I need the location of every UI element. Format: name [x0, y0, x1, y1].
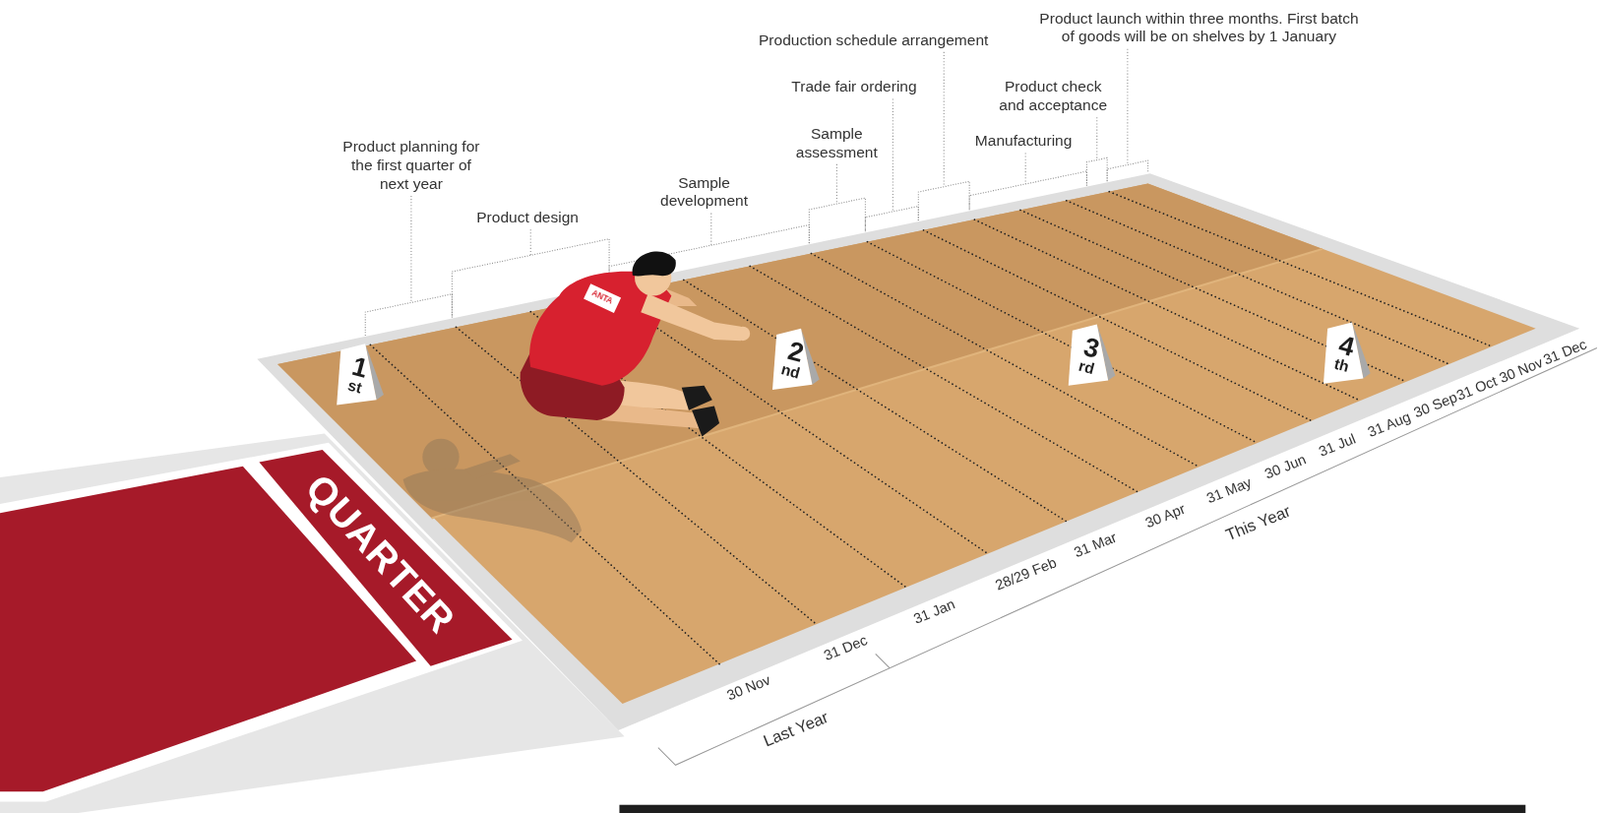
stage-callout: Trade fair ordering [791, 77, 917, 97]
quarter-marker: 3rd [1066, 322, 1118, 388]
date-label: 31 Jul [1315, 429, 1358, 461]
date-label: 31 Jan [911, 594, 958, 628]
year-divider [875, 653, 891, 669]
stage-callout: Sample assessment [785, 123, 888, 161]
month-line [1066, 200, 1450, 365]
month-line [749, 265, 1138, 492]
leader-line [892, 99, 894, 212]
month-line [683, 279, 1067, 521]
leader-line [530, 229, 532, 255]
shoe [681, 385, 713, 411]
leader-line [710, 213, 712, 247]
date-label: 31 Aug [1364, 407, 1414, 441]
date-label: 30 Nov [724, 670, 774, 705]
leader-line [1096, 117, 1098, 160]
date-label: 31 May [1203, 472, 1254, 507]
stage-bracket [808, 197, 865, 244]
month-line [974, 219, 1360, 401]
marker-card [772, 328, 812, 390]
leader-line [1126, 49, 1128, 166]
leader-line [836, 164, 838, 204]
stage-callout: Manufacturing [975, 131, 1073, 151]
fist [736, 326, 751, 342]
date-label: 28/29 Feb [992, 553, 1060, 595]
stage-callout: Product launch within three months. Firs… [1036, 8, 1363, 46]
marker-card [1068, 324, 1108, 386]
stage-callout: Product design [476, 207, 579, 227]
stage-brackets [365, 49, 1148, 336]
stage-bracket [918, 181, 970, 221]
marker-card [336, 343, 376, 405]
leader-line [410, 195, 412, 303]
year-label: Last Year [760, 707, 831, 750]
date-label: 31 Oct [1453, 370, 1500, 404]
leader-line [943, 52, 945, 187]
photo-edge [618, 804, 1526, 813]
stage-bracket [365, 294, 452, 336]
hair [632, 250, 677, 276]
jumper-shadow [403, 438, 582, 544]
date-label: 31 Mar [1070, 527, 1119, 561]
shadow-body [403, 469, 582, 544]
month-line [1108, 191, 1492, 347]
leader-line [1025, 152, 1027, 184]
arm [640, 293, 741, 341]
marker-card [1323, 322, 1363, 384]
date-label: 30 Nov [1496, 352, 1546, 387]
quarter-marker: 1st [334, 341, 386, 407]
stage-bracket [864, 206, 919, 233]
month-lines [369, 191, 1492, 665]
stage-callout: Product check and acceptance [994, 77, 1112, 115]
board-panel [258, 449, 512, 667]
month-line [866, 242, 1257, 443]
lane-line [431, 248, 1323, 519]
sand-band [277, 184, 1323, 519]
brand-logo: ANTA [583, 283, 620, 312]
stage-callout: Production schedule arrangement [758, 30, 988, 50]
date-label: 31 Dec [1539, 334, 1590, 370]
marker-suffix: nd [779, 361, 801, 381]
stage-bracket [609, 224, 809, 285]
date-label: 30 Apr [1142, 499, 1188, 533]
quarter-marker: 2nd [770, 326, 822, 392]
track-border [256, 173, 1580, 731]
time-axis [658, 347, 1598, 765]
month-line [923, 230, 1311, 422]
shoe [691, 405, 720, 436]
date-label: 30 Sep [1411, 387, 1461, 423]
stage-bracket [969, 171, 1087, 210]
shadow-arm [464, 453, 521, 480]
stage-callout: Product planning for the first quarter o… [339, 137, 483, 193]
stage-bracket [1086, 157, 1108, 185]
month-line [810, 253, 1199, 468]
board-panel [0, 442, 523, 802]
year-label: This Year [1223, 501, 1293, 545]
jumper [520, 250, 751, 436]
date-label: 31 Dec [820, 629, 870, 665]
date-label: 30 Jun [1261, 449, 1308, 484]
takeoff-board: QUARTER [0, 428, 633, 813]
quarter-marker: 4th [1321, 319, 1373, 385]
stage-callout: Sample development [653, 173, 756, 210]
stage-bracket [1107, 160, 1148, 182]
